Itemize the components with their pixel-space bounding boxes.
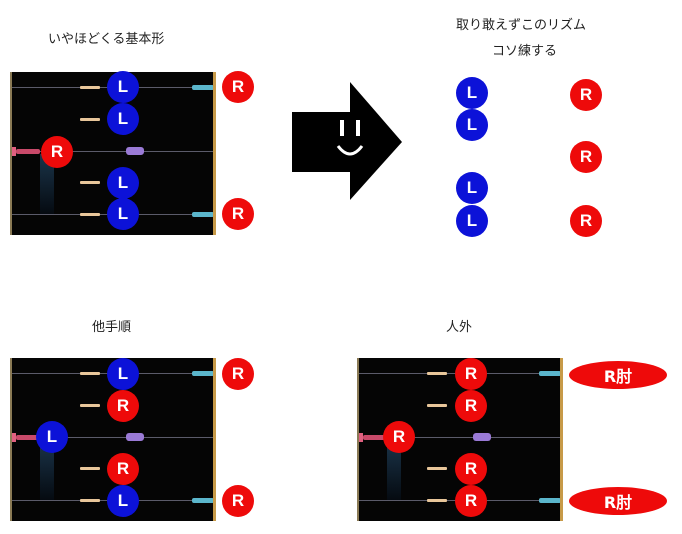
right-hand-marker: R (107, 453, 139, 485)
lane-line (359, 437, 560, 438)
left-hand-marker: L (456, 109, 488, 141)
purple-note (126, 433, 144, 441)
caption-practice-line1: 取り敢えずこのリズム (456, 18, 587, 33)
note-bar (80, 467, 100, 470)
lane-line (12, 151, 213, 152)
right-hand-marker: R (455, 453, 487, 485)
right-elbow-marker: R肘 (569, 361, 667, 389)
left-hand-marker: L (107, 167, 139, 199)
note-bar (80, 86, 100, 89)
left-hand-marker: L (456, 77, 488, 109)
note-bar (427, 372, 447, 375)
caption-practice-line2: コソ練する (492, 44, 558, 59)
hold-beam (387, 440, 401, 500)
right-hand-marker: R (570, 141, 602, 173)
right-hand-marker: R (41, 136, 73, 168)
right-elbow-marker: R肘 (569, 487, 667, 515)
note-bar (80, 213, 100, 216)
left-hand-marker: L (107, 485, 139, 517)
cyan-note (192, 371, 213, 376)
right-hand-marker: R (455, 358, 487, 390)
right-hand-marker: R (222, 485, 254, 517)
right-hand-marker: R (455, 390, 487, 422)
left-hand-marker: L (107, 71, 139, 103)
hold-beam (40, 440, 54, 500)
left-hand-marker: L (456, 172, 488, 204)
right-hand-marker: R (107, 390, 139, 422)
right-hand-marker: R (222, 198, 254, 230)
note-bar (427, 499, 447, 502)
left-hand-marker: L (107, 358, 139, 390)
hold-beam (40, 154, 54, 214)
cyan-note (192, 212, 213, 217)
pink-note (359, 433, 387, 442)
cyan-note (539, 498, 560, 503)
left-hand-marker: L (36, 421, 68, 453)
note-bar (80, 372, 100, 375)
pink-note (12, 147, 40, 156)
caption-alt: 他手順 (92, 320, 132, 335)
note-bar (80, 404, 100, 407)
cyan-note (192, 498, 213, 503)
caption-basic: いやほどくる基本形 (48, 32, 165, 47)
note-bar (427, 467, 447, 470)
left-hand-marker: L (107, 103, 139, 135)
right-hand-marker: R (222, 358, 254, 390)
pink-note (12, 433, 40, 442)
note-bar (80, 181, 100, 184)
right-arrow-smiley-icon (292, 82, 402, 200)
purple-note (126, 147, 144, 155)
right-hand-marker: R (455, 485, 487, 517)
right-hand-marker: R (222, 71, 254, 103)
right-hand-marker: R (383, 421, 415, 453)
cyan-note (539, 371, 560, 376)
lane-line (12, 437, 213, 438)
caption-outside: 人外 (446, 320, 473, 335)
left-hand-marker: L (107, 198, 139, 230)
left-hand-marker: L (456, 205, 488, 237)
note-bar (80, 499, 100, 502)
right-hand-marker: R (570, 79, 602, 111)
purple-note (473, 433, 491, 441)
note-bar (80, 118, 100, 121)
right-hand-marker: R (570, 205, 602, 237)
note-bar (427, 404, 447, 407)
cyan-note (192, 85, 213, 90)
